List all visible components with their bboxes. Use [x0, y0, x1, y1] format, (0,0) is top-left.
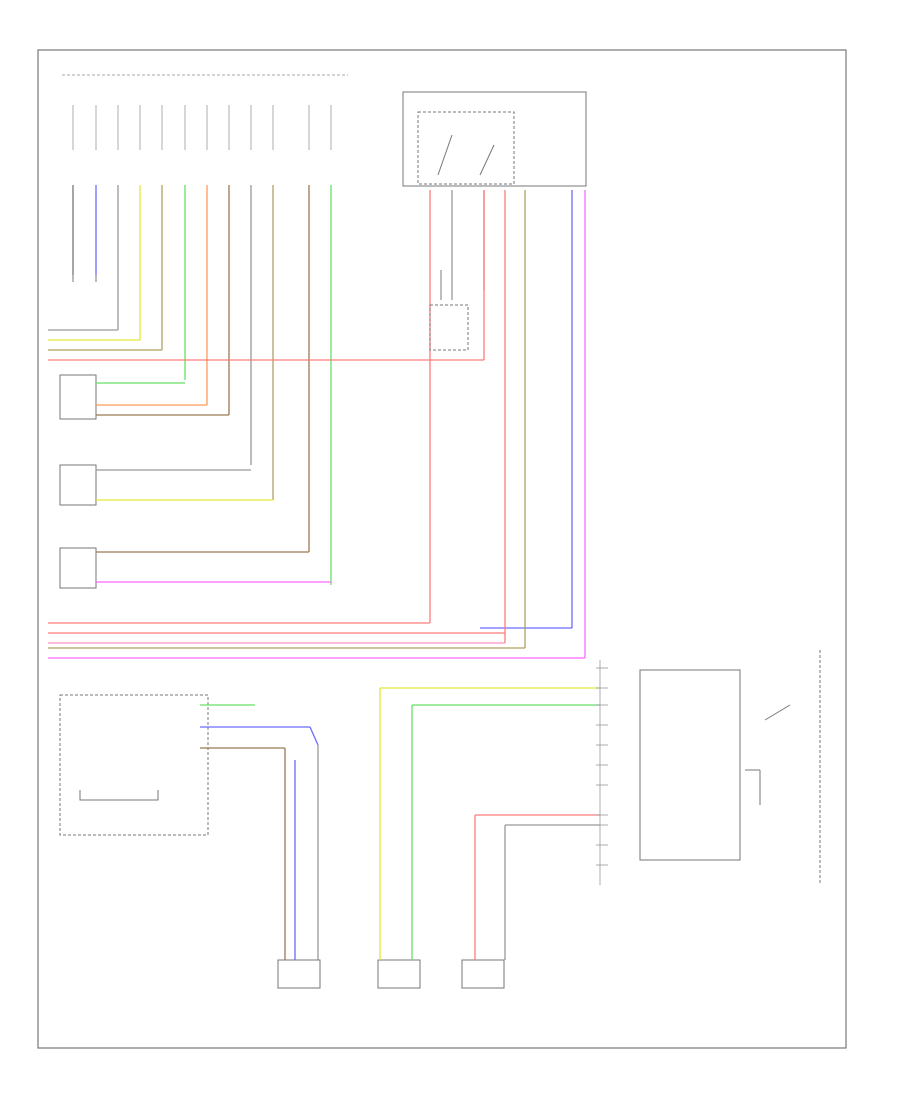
sensor-3 — [59, 547, 331, 589]
hvac-control-module — [639, 650, 821, 885]
sensor-5 — [377, 687, 600, 989]
top-left-connector — [62, 74, 348, 150]
right-connector-pins — [596, 660, 608, 885]
ground-symbol-1 — [72, 275, 97, 282]
sensor-4 — [277, 959, 321, 989]
sensor-1 — [59, 374, 229, 420]
left-bus-wires — [48, 190, 485, 361]
sensor-2 — [59, 464, 273, 506]
top-right-module — [402, 91, 587, 351]
sensor-6 — [461, 814, 600, 989]
harness-wires-top — [72, 185, 332, 585]
instrument-cluster — [59, 694, 319, 960]
lower-bus-wires — [48, 190, 586, 659]
diagram-frame — [37, 49, 847, 1049]
